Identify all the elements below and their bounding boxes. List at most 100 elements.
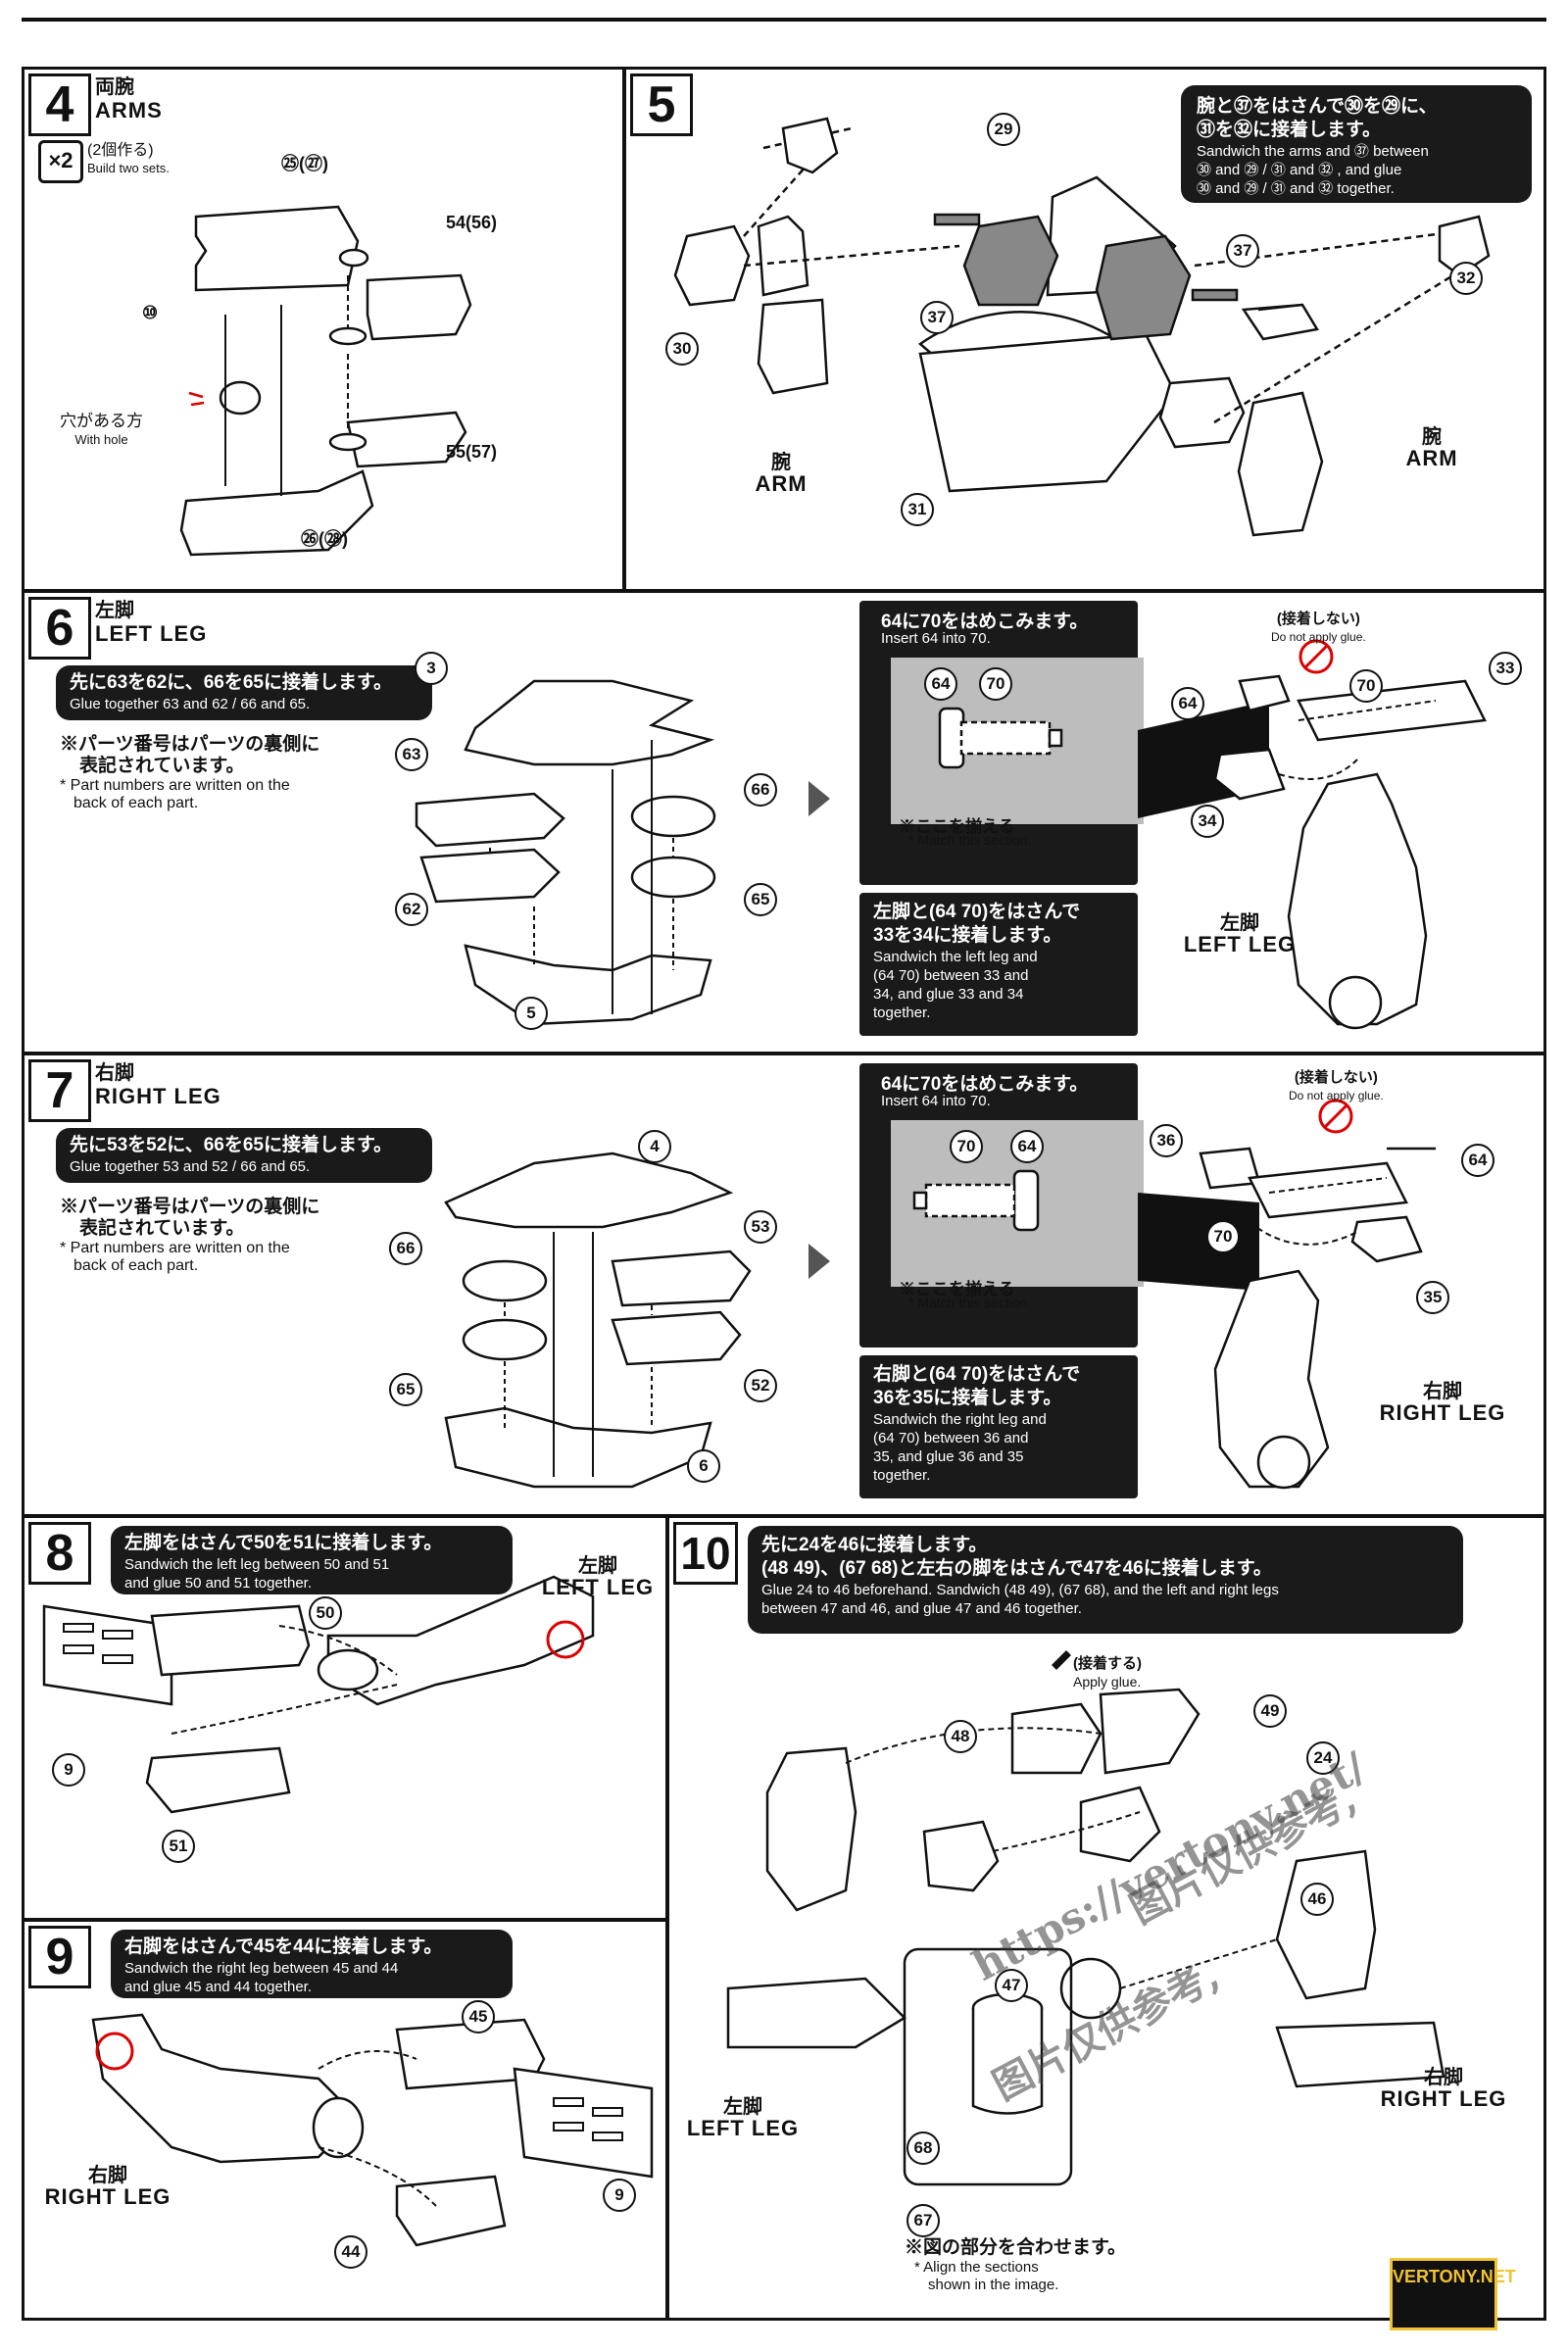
step-9-panel: 9 右脚をはさんで45を44に接着します。 Sandwich the right… bbox=[22, 1919, 668, 2321]
nog-jp: (接着しない) bbox=[1276, 611, 1360, 627]
part-68: 68 bbox=[906, 2132, 940, 2165]
bubble-jp: 先に53を52に、66を65に接着します。 bbox=[70, 1135, 393, 1155]
leg-en: LEFT LEG bbox=[541, 1575, 655, 1599]
bubble-en-2: between 47 and 46, and glue 47 and 46 to… bbox=[761, 1600, 1082, 1617]
left-leg-label: 左脚 LEFT LEG bbox=[679, 2096, 807, 2139]
left-jp: 左脚 bbox=[723, 2096, 762, 2118]
note-en-1: * Part numbers are written on the bbox=[60, 1240, 290, 1256]
no-glue-note: (接着しない) Do not apply glue. bbox=[1289, 1069, 1384, 1104]
step-number: 6 bbox=[28, 597, 91, 660]
left-leg-plate-diagram bbox=[42, 1575, 595, 1814]
b2-en-1: Sandwich the left leg and bbox=[873, 949, 1038, 965]
part-24: 24 bbox=[1306, 1741, 1340, 1775]
step-number: 7 bbox=[28, 1059, 91, 1122]
b2-jp-2: 36を35に接着します。 bbox=[873, 1388, 1062, 1408]
b2-en-4: together. bbox=[873, 1467, 931, 1484]
part-70: 70 bbox=[1349, 669, 1383, 703]
b2-en-1: Sandwich the right leg and bbox=[873, 1411, 1047, 1428]
b2-en-2: (64 70) between 33 and bbox=[873, 967, 1029, 984]
instruction-bubble: 先に24を46に接着します。 (48 49)、(67 68)と左右の脚をはさんで… bbox=[748, 1526, 1463, 1634]
match-jp: ※ここを揃える bbox=[899, 1280, 1015, 1298]
inset-jp: 64に70をはめこみます。 bbox=[881, 1074, 1089, 1095]
part-37-left: 37 bbox=[920, 301, 954, 334]
inset-part-70: 70 bbox=[950, 1130, 983, 1163]
part-number-note: ※パーツ番号はパーツの裏側に 表記されています。 * Part numbers … bbox=[60, 734, 319, 812]
part-51: 51 bbox=[162, 1830, 195, 1863]
vertony-logo: VERTONY.NET bbox=[1390, 2258, 1516, 2330]
instruction-bubble: 左脚をはさんで50を51に接着します。 Sandwich the left le… bbox=[111, 1526, 513, 1594]
part-36: 36 bbox=[1150, 1124, 1183, 1157]
bubble-jp-1: 先に24を46に接着します。 bbox=[761, 1535, 988, 1555]
right-jp: 右脚 bbox=[1424, 2067, 1463, 2088]
bubble-en-1: Sandwich the arms and ㊲ between bbox=[1197, 143, 1429, 160]
part-44: 44 bbox=[334, 2235, 368, 2269]
step-4-panel: 4 両腕 ARMS ×2 (2個作る) Build two sets. ㉕(㉗)… bbox=[22, 67, 625, 592]
part-64: 64 bbox=[1171, 687, 1204, 720]
title-en: ARMS bbox=[95, 98, 163, 122]
align-note: ※図の部分を合わせます。 * Align the sections shown … bbox=[905, 2237, 1126, 2294]
part-67: 67 bbox=[906, 2204, 940, 2237]
nog-jp: (接着しない) bbox=[1294, 1069, 1378, 1086]
arms-exploded-diagram bbox=[179, 205, 472, 557]
right-leg-label: 右脚 RIGHT LEG bbox=[1369, 1381, 1516, 1424]
part-65: 65 bbox=[744, 883, 777, 916]
part-50: 50 bbox=[309, 1596, 342, 1630]
title-en: LEFT LEG bbox=[95, 621, 208, 646]
left-leg-label: 左脚 LEFT LEG bbox=[534, 1555, 662, 1598]
nog-en: Do not apply glue. bbox=[1271, 630, 1366, 644]
b2-en-2: (64 70) between 36 and bbox=[873, 1430, 1029, 1446]
part-65: 65 bbox=[389, 1373, 422, 1406]
leg-jp: 左脚 bbox=[1220, 912, 1259, 934]
insert-inset: 64に70をはめこみます。 Insert 64 into 70. ※ここを揃える… bbox=[859, 1063, 1138, 1348]
part-46: 46 bbox=[1300, 1883, 1334, 1916]
part-66: 66 bbox=[744, 773, 777, 807]
part-5: 5 bbox=[514, 997, 548, 1030]
instruction-bubble: 先に63を62に、66を65に接着します。 Glue together 63 a… bbox=[56, 665, 432, 720]
inset-en: Insert 64 into 70. bbox=[881, 1093, 991, 1109]
nog-en: Do not apply glue. bbox=[1289, 1089, 1384, 1102]
part-32: 32 bbox=[1449, 262, 1483, 295]
part-26-28: ㉖(㉘) bbox=[301, 529, 348, 549]
leg-jp: 右脚 bbox=[1423, 1381, 1462, 1402]
bubble-jp-2: (48 49)、(67 68)と左右の脚をはさんで47を46に接着します。 bbox=[761, 1558, 1272, 1579]
build-en: Build two sets. bbox=[87, 161, 170, 175]
part-49: 49 bbox=[1253, 1694, 1287, 1728]
part-6: 6 bbox=[687, 1449, 720, 1483]
part-55-57: 55(57) bbox=[446, 442, 498, 462]
bubble-en: Glue together 53 and 52 / 66 and 65. bbox=[70, 1158, 311, 1175]
step-number: 9 bbox=[28, 1926, 91, 1988]
bubble-en-1: Glue 24 to 46 beforehand. Sandwich (48 4… bbox=[761, 1582, 1279, 1598]
part-63: 63 bbox=[395, 738, 428, 771]
part-35: 35 bbox=[1416, 1281, 1449, 1314]
arm-jp: 腕 bbox=[1422, 426, 1442, 448]
inset-en: Insert 64 into 70. bbox=[881, 630, 991, 647]
inset-part-64: 64 bbox=[924, 667, 957, 701]
part-3: 3 bbox=[415, 652, 448, 685]
part-66: 66 bbox=[389, 1232, 422, 1265]
leg-en: LEFT LEG bbox=[1183, 932, 1297, 956]
note-en-1: * Part numbers are written on the bbox=[60, 777, 290, 794]
b2-en-3: 35, and glue 36 and 35 bbox=[873, 1448, 1024, 1465]
part-number-note: ※パーツ番号はパーツの裏側に 表記されています。 * Part numbers … bbox=[60, 1197, 319, 1275]
right-leg-label: 右脚 RIGHT LEG bbox=[1375, 2067, 1512, 2110]
title-en: RIGHT LEG bbox=[95, 1084, 221, 1108]
step-7-panel: 7 右脚 RIGHT LEG 先に53を52に、66を65に接着します。 Glu… bbox=[22, 1053, 1546, 1517]
times-two-badge: ×2 bbox=[38, 140, 83, 183]
bubble-jp-2: ㉛を㉜に接着します。 bbox=[1197, 120, 1382, 140]
glue-jp: (接着する) bbox=[1073, 1655, 1142, 1672]
note-jp-1: ※パーツ番号はパーツの裏側に bbox=[60, 1197, 320, 1217]
bubble-en-3: ㉚ and ㉙ / ㉛ and ㉜ together. bbox=[1197, 180, 1395, 197]
part-31: 31 bbox=[901, 493, 934, 526]
part-54-56: 54(56) bbox=[446, 213, 498, 232]
insert-inset: 64に70をはめこみます。 Insert 64 into 70. ※ここを揃える… bbox=[859, 601, 1138, 885]
bubble-jp-1: 腕と㊲をはさんで㉚を㉙に、 bbox=[1197, 96, 1438, 117]
match-en: * Match this section. bbox=[908, 832, 1032, 848]
apply-glue-note: (接着する) Apply glue. bbox=[1073, 1655, 1142, 1691]
leg-jp: 右脚 bbox=[88, 2165, 127, 2186]
right-leg-assembly-diagram bbox=[444, 1063, 1436, 1490]
note-jp-2: 表記されています。 bbox=[79, 1218, 245, 1239]
final-assembly-diagram bbox=[726, 1650, 1446, 2186]
step-title: 左脚 LEFT LEG bbox=[95, 599, 207, 646]
arm-attach-diagram bbox=[673, 117, 1491, 537]
bubble-en-2: and glue 50 and 51 together. bbox=[124, 1575, 313, 1592]
